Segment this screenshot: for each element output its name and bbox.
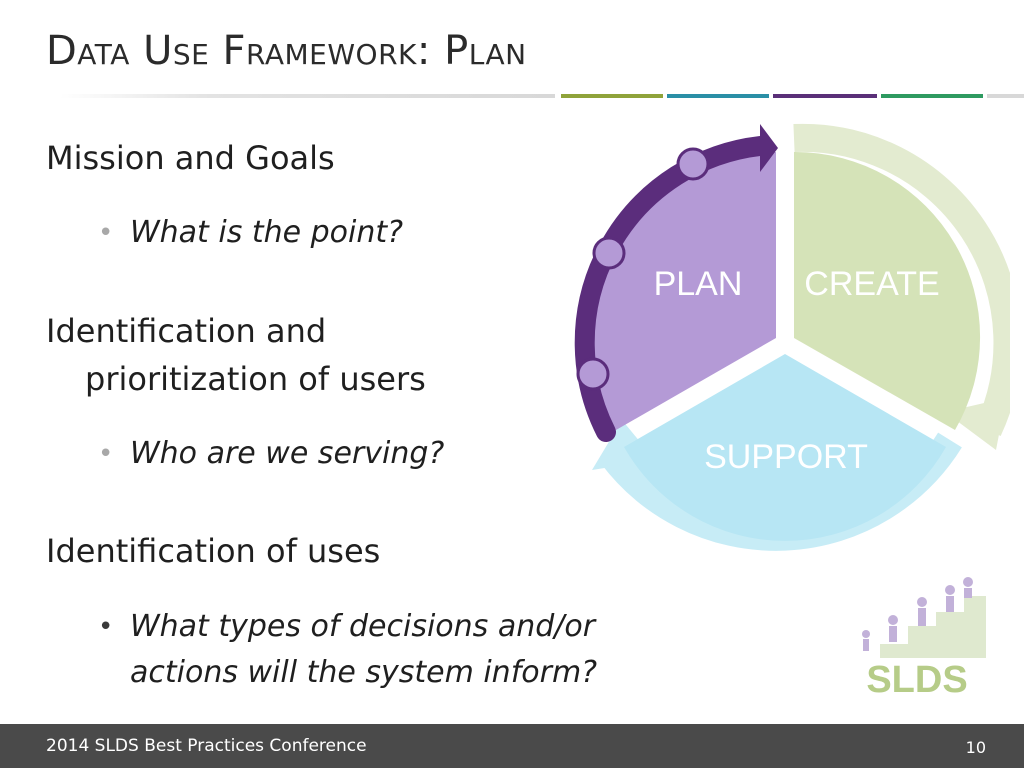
logo-steps-icon <box>850 596 986 658</box>
create-segment <box>794 151 981 430</box>
section-heading-uses: Identification of uses <box>46 532 381 570</box>
bullet-dot-icon: • <box>98 218 114 248</box>
bullet-text: actions will the system inform? <box>130 655 598 690</box>
accent-bar-green <box>561 94 663 98</box>
slide-number: 10 <box>965 738 986 757</box>
bullet-text: Who are we serving? <box>130 436 445 471</box>
logo-figures-icon <box>862 577 973 651</box>
footer-bar: 2014 SLDS Best Practices Conference 10 <box>0 724 1024 768</box>
accent-bar-teal <box>667 94 769 98</box>
bullet-dot-icon: • <box>98 612 114 642</box>
bullet-dot-icon: • <box>98 439 114 469</box>
segment-label-create: CREATE <box>804 265 939 303</box>
bullet-text: What types of decisions and/or <box>130 609 596 644</box>
logo-text: SLDS <box>866 659 967 698</box>
section-heading-users-line1: Identification and <box>46 312 327 350</box>
plan-arrow-head-icon <box>760 124 778 172</box>
support-segment <box>624 354 946 541</box>
section-heading-mission: Mission and Goals <box>46 139 335 177</box>
slds-logo: SLDS <box>846 576 988 698</box>
slide-title: Data Use Framework: Plan <box>46 28 527 74</box>
accent-bar-dark-green <box>881 94 983 98</box>
accent-bar-gray <box>987 94 1024 98</box>
segment-label-support: SUPPORT <box>704 438 868 476</box>
plan-create-support-cycle-diagram: PLAN CREATE SUPPORT <box>560 115 1010 565</box>
segment-label-plan: PLAN <box>654 265 743 303</box>
milestone-circle-icon <box>592 236 626 270</box>
accent-bar-purple <box>773 94 877 98</box>
title-underline <box>60 94 555 98</box>
bullet-text: What is the point? <box>130 215 404 250</box>
create-arrow-arc <box>793 123 1010 436</box>
milestone-circle-icon <box>676 147 710 181</box>
milestone-circle-icon <box>576 357 610 391</box>
footer-conference-name: 2014 SLDS Best Practices Conference <box>46 736 367 756</box>
section-heading-users-line2: prioritization of users <box>85 360 426 398</box>
